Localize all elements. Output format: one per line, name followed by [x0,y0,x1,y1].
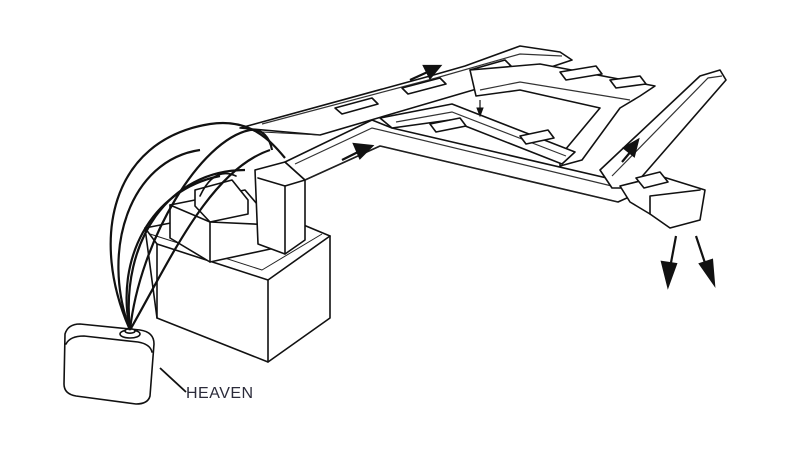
outlet-block [619,171,706,229]
central-tower [254,161,306,255]
arch-piece [194,172,249,223]
arrow-upper-channel [409,64,443,82]
flow-arrows [341,64,716,290]
right-channel [599,69,727,189]
heaven-label: HEAVEN [186,385,254,402]
arrow-outlet-left [660,235,678,290]
arrow-outlet-right [694,235,716,288]
courtyard-channels [379,63,656,167]
connection-curves [109,121,286,331]
arrow-lower-channel [341,142,375,161]
arrow-right-channel [621,137,640,163]
heaven-vessel [63,323,155,405]
arrow-courtyard-small [476,100,484,118]
heaven-leader-line [159,367,187,393]
